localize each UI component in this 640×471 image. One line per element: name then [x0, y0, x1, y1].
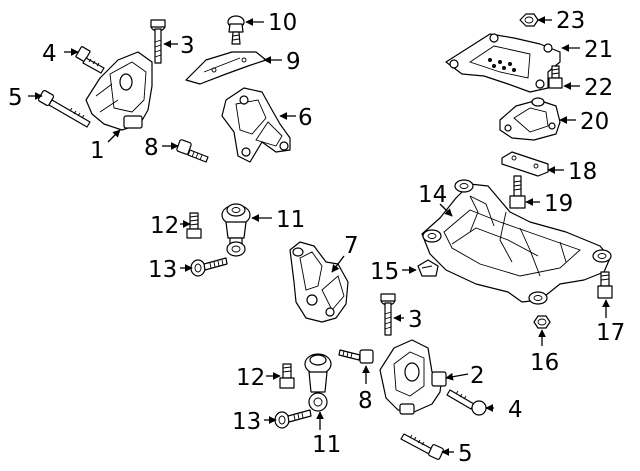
- callout-15: 15: [370, 259, 399, 285]
- torque-rod-part-11-upper: [221, 203, 251, 257]
- callout-23: 23: [556, 8, 585, 34]
- callout-labels: 4 5 3 1 8 10 9 6 12 13 11 7 3 8 2 4 5 12…: [8, 8, 625, 467]
- callout-2: 2: [470, 363, 485, 389]
- bolt-part-12-upper: [186, 212, 202, 239]
- callout-18: 18: [568, 159, 597, 185]
- bracket-part-18: [501, 151, 549, 177]
- callout-8-upper: 8: [144, 135, 159, 161]
- bolt-part-17: [597, 271, 613, 299]
- bolt-part-5-lower: [400, 433, 444, 460]
- callout-11-upper: 11: [276, 207, 305, 233]
- callout-11-lower: 11: [312, 432, 341, 458]
- callout-8-lower: 8: [358, 388, 373, 414]
- callout-1: 1: [90, 138, 105, 164]
- callout-14: 14: [418, 182, 447, 208]
- callout-9: 9: [286, 49, 301, 75]
- callout-21: 21: [584, 37, 613, 63]
- callout-7: 7: [344, 233, 359, 259]
- callout-3-upper: 3: [180, 33, 195, 59]
- callout-4-upper: 4: [42, 41, 57, 67]
- bolt-part-13-upper: [190, 257, 228, 277]
- subframe-part-14: [421, 179, 612, 305]
- engine-mount-part-2: [379, 339, 447, 415]
- callout-19: 19: [544, 191, 573, 217]
- callout-13-lower: 13: [232, 409, 261, 435]
- bolt-part-22: [548, 65, 563, 89]
- torque-rod-part-11-lower: [304, 353, 332, 412]
- callout-12-upper: 12: [150, 213, 179, 239]
- bolt-part-3-lower: [380, 293, 396, 336]
- bolt-part-5-upper: [37, 89, 91, 128]
- callout-22: 22: [584, 75, 613, 101]
- bolt-part-13-lower: [274, 409, 312, 429]
- bolt-part-8-upper: [176, 139, 209, 163]
- engine-mount-part-1: [85, 51, 153, 131]
- callout-17: 17: [596, 320, 625, 346]
- callout-13-upper: 13: [148, 257, 177, 283]
- bolt-part-10: [227, 15, 245, 45]
- nut-part-16: [533, 315, 551, 329]
- bracket-plate-part-9: [185, 51, 267, 85]
- bolt-part-3-upper: [150, 19, 166, 64]
- callout-20: 20: [580, 109, 609, 135]
- bracket-part-6: [221, 87, 291, 163]
- mount-bracket-part-7: [289, 241, 349, 323]
- bolt-part-19: [509, 175, 526, 209]
- callout-3-lower: 3: [408, 307, 423, 333]
- bolt-part-8-lower: [338, 349, 374, 364]
- leader-lines: [28, 16, 610, 456]
- clip-part-15: [417, 259, 439, 277]
- mount-part-20: [499, 97, 561, 141]
- callout-5-upper: 5: [8, 85, 23, 111]
- callout-10: 10: [268, 10, 297, 36]
- bracket-plate-part-21: [445, 33, 561, 93]
- callout-16: 16: [530, 350, 559, 376]
- bolt-part-4-lower: [446, 389, 487, 416]
- callout-6: 6: [298, 105, 313, 131]
- callout-5-lower: 5: [458, 441, 473, 467]
- callout-4-lower: 4: [508, 397, 523, 423]
- callout-12-lower: 12: [236, 365, 265, 391]
- nut-part-23: [519, 13, 539, 27]
- bolt-part-4-upper: [75, 46, 105, 74]
- bolt-part-12-lower: [279, 363, 295, 389]
